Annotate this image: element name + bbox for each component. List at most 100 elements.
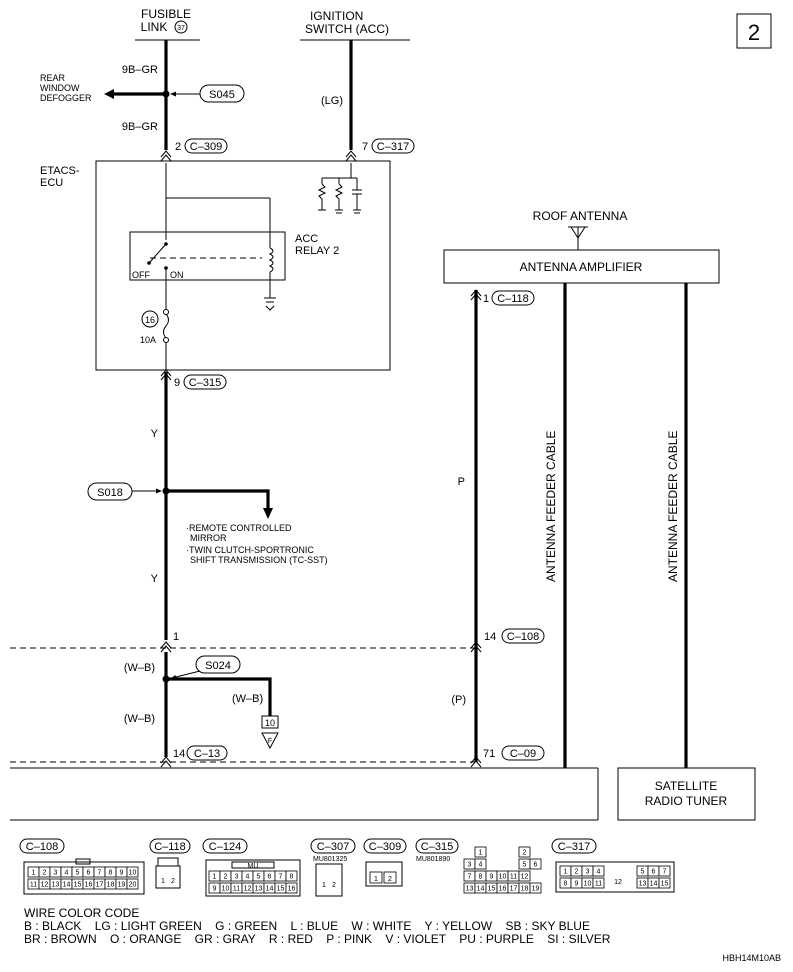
wire-label-y-1: Y [151, 428, 159, 440]
ground-number: 10 [265, 718, 275, 728]
c124-pin-label: 15 [277, 886, 285, 893]
c108-pin-label: 19 [118, 882, 126, 889]
rear-defogger-line2: WINDOW [40, 83, 80, 93]
c09-conn-label: C–09 [510, 748, 536, 760]
c108-pin-label: 13 [52, 882, 60, 889]
c118-pin-number: 1 [483, 293, 489, 305]
c315-pin-label: 5 [523, 862, 527, 869]
c108-pin-label: 3 [54, 870, 58, 877]
c124-pin-label: 9 [213, 886, 217, 893]
c315-cell [529, 882, 542, 894]
c108-pin-label: 20 [129, 882, 137, 889]
c315-pin-label: 18 [521, 886, 529, 893]
c307-pin-2: 2 [332, 882, 336, 889]
c315-pin-label: 3 [468, 862, 472, 869]
c108-pin-label: 6 [87, 870, 91, 877]
c124-pin-label: 2 [224, 874, 228, 881]
c124-pin-label: 13 [255, 886, 263, 893]
c315-cell [518, 870, 531, 882]
c118-view-label: C–118 [154, 841, 186, 853]
c315-pin-label: 17 [510, 886, 518, 893]
splice-s045: S045 [170, 84, 245, 103]
c317-pin-label: 10 [584, 881, 592, 888]
c317-cell [658, 865, 671, 877]
c309-pin-number: 2 [175, 141, 181, 153]
relay-label-1: ACC [295, 233, 318, 245]
wire-label-p: P [458, 476, 465, 488]
splice-s018-label: S018 [97, 487, 123, 499]
c108-pin-label: 9 [120, 870, 124, 877]
fuse-number: 16 [145, 315, 155, 325]
c317-pin-label: 3 [586, 869, 590, 876]
c317-cell [592, 877, 605, 889]
page-number: 2 [748, 20, 760, 45]
c108-view-label: C–108 [26, 841, 58, 853]
satellite-radio-tuner: SATELLITE RADIO TUNER [617, 767, 756, 821]
c315-part: MU801890 [416, 856, 450, 863]
c108-pin-label: 2 [43, 870, 47, 877]
c317-pin-label: 15 [661, 881, 669, 888]
c315-view-label: C–315 [421, 841, 453, 853]
splice-s024: S024 [170, 655, 241, 680]
c108-pin-label: 12 [41, 882, 49, 889]
c108-pin-label: 16 [85, 882, 93, 889]
c315-pin-label: 11 [510, 874, 517, 881]
mirror-note-1: ·REMOTE CONTROLLED [186, 523, 292, 533]
c315-cell [474, 858, 487, 870]
relay-off-label: OFF [132, 270, 150, 280]
c317-pin-label: 14 [650, 881, 658, 888]
c124-pin-label: 14 [266, 886, 274, 893]
antenna-icon [568, 226, 588, 250]
wire-label-wb-3: (W–B) [232, 693, 263, 705]
c309-view-label: C–309 [369, 841, 401, 853]
mirror-note-2: MIRROR [190, 533, 227, 543]
c124-cell [285, 870, 298, 882]
c124-pin-label: 5 [257, 874, 261, 881]
wire-code-line1: B : BLACK LG : LIGHT GREEN G : GREEN L :… [24, 919, 590, 933]
c124-pin-label: 3 [235, 874, 239, 881]
c317-pin-label: 11 [595, 881, 602, 888]
c108-pin-label: 5 [76, 870, 80, 877]
c09-pin-number: 71 [483, 748, 495, 760]
wire-code-line2: BR : BROWN O : ORANGE GR : GRAY R : RED … [24, 932, 611, 946]
page-number-box: 2 [736, 13, 772, 49]
connector-c309-pin: 2 C–309 [160, 138, 228, 162]
c315-pin-label: 12 [521, 874, 529, 881]
relay-label-2: RELAY 2 [295, 245, 339, 257]
c317-conn-label: C–317 [377, 141, 409, 153]
c309-conn-label: C–309 [190, 141, 222, 153]
feeder-label-1: ANTENNA FEEDER CABLE [544, 431, 558, 582]
c108-pin-label: 8 [109, 870, 113, 877]
c317-cell [658, 877, 671, 889]
c118-conn-label: C–118 [497, 293, 529, 305]
c124-pin-label: 6 [268, 874, 272, 881]
c317-pin-label: 7 [663, 869, 667, 876]
wire-label-lg: (LG) [321, 95, 343, 107]
c124-pin-label: 4 [246, 874, 250, 881]
fusible-link-label-2: LINK [141, 20, 168, 34]
c124-pin-label: 1 [213, 874, 217, 881]
c108-pin-label: 18 [107, 882, 115, 889]
roof-antenna-label: ROOF ANTENNA [533, 209, 628, 223]
c315-pin-label: 14 [477, 886, 485, 893]
c124-pin-label: 16 [288, 886, 296, 893]
c124-pin-label: 12 [244, 886, 252, 893]
c315-pin-label: 9 [490, 874, 494, 881]
c124-pin-label: 11 [233, 886, 240, 893]
c124-view-label: C–124 [209, 841, 241, 853]
c317-pin-label: 5 [641, 869, 645, 876]
connector-view-c118: C–118 1 2 [149, 838, 191, 889]
connector-c108-right: 14 C–108 [470, 628, 545, 653]
c315-pin-label: 19 [532, 886, 540, 893]
c315-pin-label: 7 [468, 874, 472, 881]
connector-view-c309: C–309 1 2 [363, 838, 407, 887]
c315-cell [474, 846, 487, 858]
ignition-label-2: SWITCH (ACC) [305, 22, 389, 36]
c108-cell [126, 866, 139, 878]
connector-c09-pin: 71 C–09 [470, 745, 545, 768]
c317-pin-label: 4 [597, 869, 601, 876]
